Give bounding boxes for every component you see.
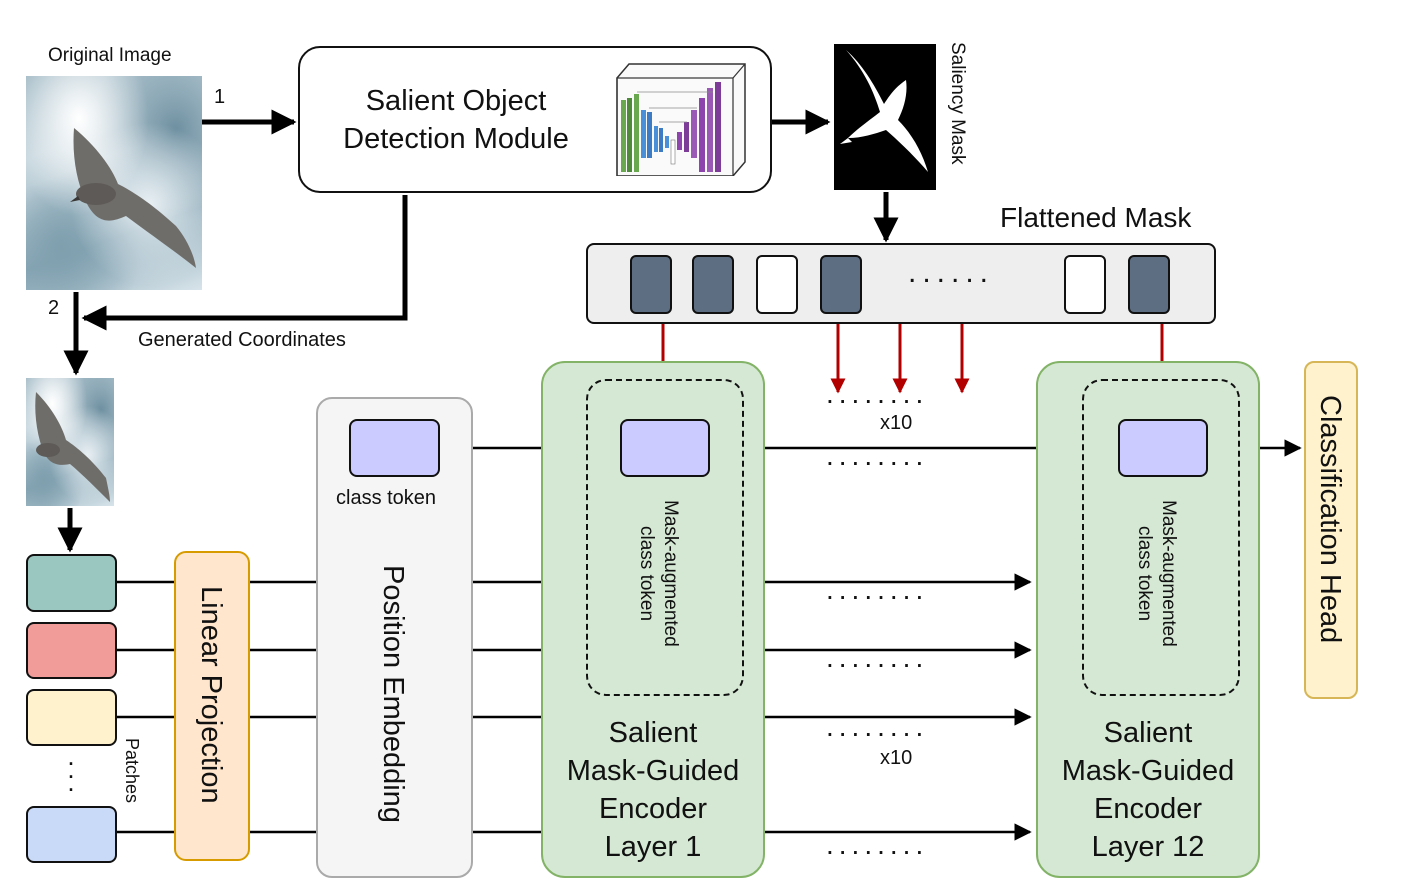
step-2-label: 2 xyxy=(48,297,60,319)
mask-token-dark xyxy=(820,255,862,314)
middle-dots-top: ........ xyxy=(826,378,929,409)
position-embedding-box xyxy=(316,397,473,878)
middle-dots-patch-n: ........ xyxy=(826,829,929,860)
patches-vertical-dots: ... xyxy=(67,741,75,797)
saliency-mask-label: Saliency Mask xyxy=(947,42,968,165)
mask-augmented-class-token-1 xyxy=(620,419,710,477)
classification-head-box xyxy=(1304,361,1358,699)
mask-token-dark xyxy=(630,255,672,314)
mask-augmented-region-1 xyxy=(586,379,744,696)
cropped-albatross-graphic xyxy=(35,392,110,502)
middle-dots-patch-1: ........ xyxy=(826,574,929,605)
mask-augmented-region-12 xyxy=(1082,379,1240,696)
class-token xyxy=(349,419,440,477)
generated-coordinates-label: Generated Coordinates xyxy=(138,329,346,351)
patch-1 xyxy=(26,554,117,612)
patch-2 xyxy=(26,622,117,679)
unet-icon xyxy=(615,60,747,176)
position-embedding-label: Position Embedding xyxy=(377,565,409,823)
linear-projection-label: Linear Projection xyxy=(195,586,227,804)
class-token-label: class token xyxy=(336,487,437,509)
encoder-layer-12-label: Salient Mask-Guided Encoder Layer 12 xyxy=(1061,717,1235,863)
patch-3 xyxy=(26,689,117,746)
saliency-mask-image xyxy=(834,44,936,190)
flattened-mask-ellipsis: ...... xyxy=(908,256,995,289)
original-image-label: Original Image xyxy=(48,45,172,66)
patches-label: Patches xyxy=(122,738,142,804)
cropped-image xyxy=(26,378,114,506)
mask-augmented-label-1: Mask-augmented class token xyxy=(636,500,681,647)
mask-token-dark xyxy=(1128,255,1170,314)
repeat-x10-bottom: x10 xyxy=(880,747,913,769)
encoder-layer-1-label: Salient Mask-Guided Encoder Layer 1 xyxy=(566,717,740,863)
mask-augmented-label-12: Mask-augmented class token xyxy=(1134,500,1179,647)
mask-token-white xyxy=(756,255,798,314)
middle-dots-patch-2: ........ xyxy=(826,642,929,673)
original-image xyxy=(26,76,202,290)
linear-projection-box xyxy=(174,551,250,861)
albatross-graphic xyxy=(70,128,196,268)
middle-dots-class-line: ........ xyxy=(826,440,929,471)
mask-augmented-class-token-12 xyxy=(1118,419,1208,477)
mask-token-white xyxy=(1064,255,1106,314)
classification-head-label: Classification Head xyxy=(1314,395,1346,644)
repeat-x10-top: x10 xyxy=(880,412,913,434)
arrow-generated-coordinates xyxy=(81,195,408,331)
middle-dots-patch-3: ........ xyxy=(826,711,929,742)
flattened-mask-label: Flattened Mask xyxy=(1000,202,1192,233)
patch-n xyxy=(26,806,117,863)
mask-token-dark xyxy=(692,255,734,314)
step-1-label: 1 xyxy=(214,86,226,108)
flattened-mask-bar xyxy=(586,243,1216,324)
sod-module-label: Salient Object Detection Module xyxy=(343,85,569,155)
